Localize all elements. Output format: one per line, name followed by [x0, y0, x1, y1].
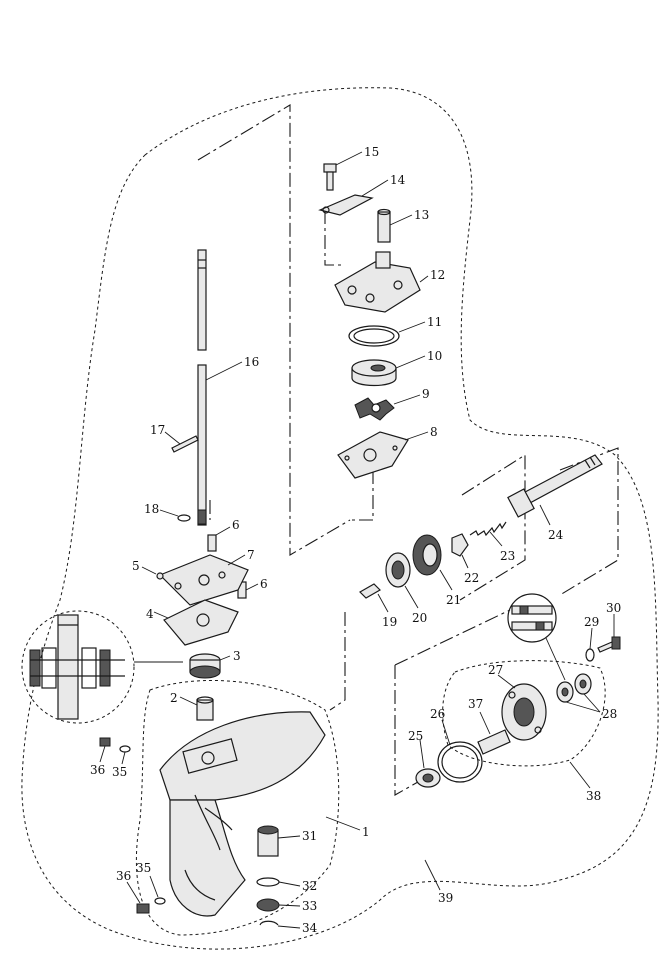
clip-18: [159, 509, 191, 522]
label-28: 28: [602, 707, 617, 721]
label-10: 10: [427, 349, 442, 363]
bolt-36-lower: [126, 881, 150, 914]
bearing-20: [385, 552, 419, 609]
clutch-22: [451, 533, 469, 569]
pump-housing-12: [334, 251, 429, 313]
label-8: 8: [430, 425, 438, 439]
label-9: 9: [422, 387, 430, 401]
assembly-boundary-39: [21, 87, 659, 950]
label-12: 12: [430, 268, 445, 282]
label-26: 26: [430, 707, 445, 721]
gear-21: [412, 534, 453, 591]
label-37: 37: [468, 697, 483, 711]
label-20: 20: [412, 611, 427, 625]
label-22: 22: [464, 571, 479, 585]
bushing-37: [477, 711, 511, 755]
bearing-plate-27: [497, 674, 547, 741]
tube-13: [377, 208, 413, 243]
bearing-3: [189, 653, 231, 679]
bolt-30: [597, 614, 621, 653]
driveshaft-16: [197, 249, 243, 526]
label-36-upper: 36: [90, 763, 105, 777]
label-5: 5: [132, 559, 140, 573]
plate-14: [318, 179, 389, 216]
bushing-2: [179, 696, 214, 721]
seal-25: [415, 739, 441, 788]
inset-detail: [29, 614, 183, 720]
spring-23: [469, 521, 507, 547]
centerline-plate: [394, 609, 511, 796]
label-27: 27: [488, 663, 503, 677]
label-31: 31: [302, 829, 317, 843]
seals-28: [556, 673, 601, 713]
label-39: 39: [438, 891, 453, 905]
label-36-lower: 36: [116, 869, 131, 883]
gearcase-boundary-1: [135, 679, 340, 936]
plate-7: [158, 554, 249, 606]
washer-29: [585, 627, 595, 662]
clip-34: [259, 920, 301, 929]
washer-32: [256, 877, 301, 887]
oring-26: [437, 719, 483, 783]
impeller-9: [354, 394, 421, 421]
label-32: 32: [302, 879, 317, 893]
pin-5: [141, 566, 164, 580]
bushing-31: [257, 825, 301, 857]
label-2: 2: [170, 691, 178, 705]
label-13: 13: [414, 208, 429, 222]
leader-39: [424, 859, 441, 891]
oring-11: [348, 321, 426, 347]
label-11: 11: [427, 315, 442, 329]
label-6a: 6: [232, 518, 240, 532]
gasket-4: [153, 599, 239, 646]
centerline-pump-top: [324, 210, 345, 266]
label-17: 17: [150, 423, 165, 437]
centerline-pin: [329, 612, 346, 711]
label-6b: 6: [260, 577, 268, 591]
centerline-pump-base: [350, 470, 374, 521]
label-21: 21: [446, 593, 461, 607]
bolt-15: [323, 151, 363, 191]
washer-35-upper: [119, 745, 131, 765]
label-25: 25: [408, 729, 423, 743]
label-35-lower: 35: [136, 861, 151, 875]
liner-10: [351, 355, 426, 387]
label-1: 1: [362, 825, 370, 839]
label-19: 19: [382, 615, 397, 629]
pin-17: [164, 431, 199, 453]
label-33: 33: [302, 899, 317, 913]
label-15: 15: [364, 145, 379, 159]
pin-19: [359, 583, 389, 613]
bolt-36-upper: [99, 737, 111, 763]
dowel-6a: [207, 526, 231, 552]
label-30: 30: [606, 601, 621, 615]
label-35-upper: 35: [112, 765, 127, 779]
label-4: 4: [146, 607, 154, 621]
gear-33: [256, 898, 301, 912]
label-3: 3: [233, 649, 241, 663]
inset-boundary: [21, 610, 135, 724]
leader-1: [325, 816, 361, 831]
label-16: 16: [244, 355, 259, 369]
propshaft-24: [507, 454, 603, 526]
label-7: 7: [247, 548, 255, 562]
plate-boundary-38: [442, 660, 606, 767]
label-29: 29: [584, 615, 599, 629]
label-14: 14: [390, 173, 406, 187]
part-number-labels: 1 2 3 4 5 6 6 7 8 9 10 11 12 13 14 15 16…: [90, 145, 621, 935]
seal-inset: [507, 593, 566, 681]
label-18: 18: [144, 502, 159, 516]
gearcase-body: [159, 711, 326, 917]
leader-38: [569, 761, 591, 789]
label-23: 23: [500, 549, 515, 563]
label-24: 24: [548, 528, 564, 542]
label-38: 38: [586, 789, 601, 803]
centerline-driveshaft: [197, 104, 351, 556]
washer-35-lower: [149, 875, 166, 905]
label-34: 34: [302, 921, 318, 935]
plate-8: [337, 431, 429, 479]
